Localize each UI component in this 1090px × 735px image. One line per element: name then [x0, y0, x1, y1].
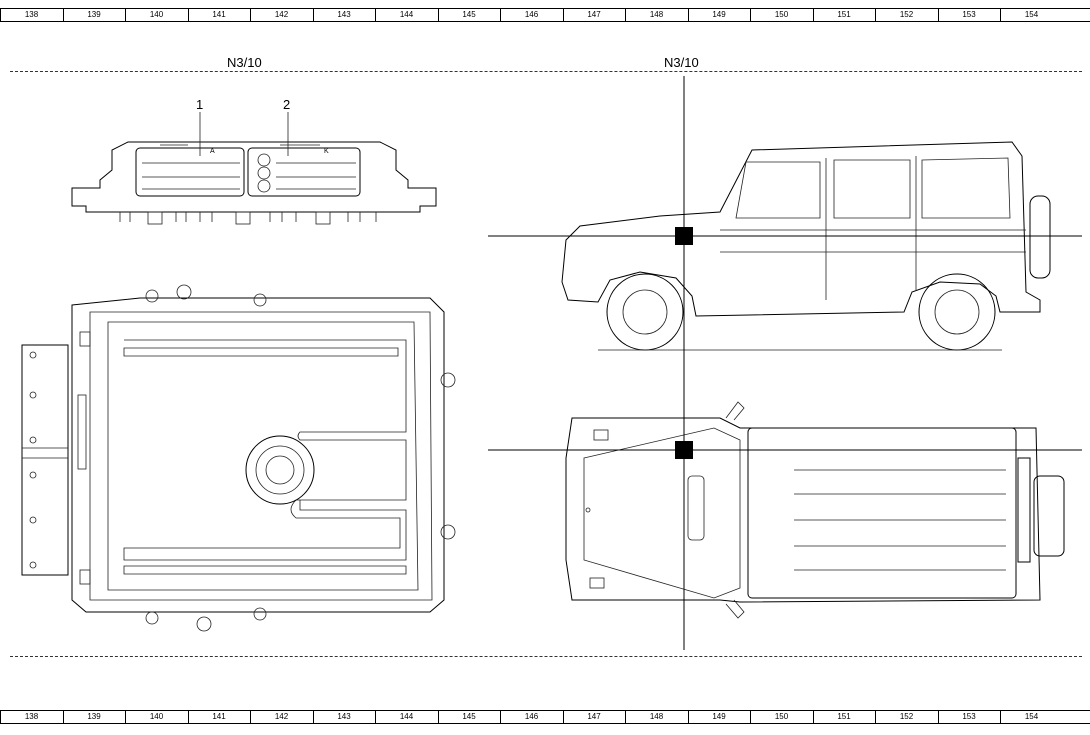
ruler-cell: 144: [375, 9, 437, 21]
ruler-cell: 151: [812, 711, 875, 723]
ruler-cell: 148: [625, 711, 687, 723]
connector-letter-a: A: [210, 148, 215, 155]
ruler-cell: 151: [812, 9, 875, 21]
location-marker-side: [675, 227, 693, 245]
ruler-cell: 150: [750, 711, 812, 723]
connector-letter-k: K: [324, 148, 329, 155]
ruler-cell: 149: [687, 9, 750, 21]
component-label-right: N3/10: [664, 55, 699, 70]
ruler-cell: 148: [625, 9, 687, 21]
ruler-cell: 153: [937, 711, 1000, 723]
ruler-cell: 140: [125, 9, 187, 21]
control-unit-plan-view: [21, 284, 456, 632]
ruler-cell: 146: [500, 9, 562, 21]
ruler-cell: 152: [875, 9, 937, 21]
ruler-cell: 139: [62, 711, 125, 723]
ruler-cell: 145: [437, 711, 500, 723]
component-label-left: N3/10: [227, 55, 262, 70]
control-unit-front-view: [71, 112, 437, 225]
location-marker-top: [675, 441, 693, 459]
ruler-cell: 142: [250, 711, 312, 723]
ruler-cell: 147: [562, 711, 625, 723]
vehicle-side-view: [561, 141, 1051, 351]
ruler-cell: 150: [750, 9, 812, 21]
ruler-cell: 139: [62, 9, 125, 21]
ruler-cell: 141: [187, 711, 250, 723]
ruler-cell: 153: [937, 9, 1000, 21]
ruler-cell: 152: [875, 711, 937, 723]
frame-dashed-top: [10, 71, 1082, 72]
connector-number-1: 1: [196, 97, 204, 112]
ruler-cell: 143: [312, 711, 375, 723]
ruler-cell: 143: [312, 9, 375, 21]
ruler-cell: 142: [250, 9, 312, 21]
ruler-cell: 154: [1000, 711, 1062, 723]
ruler-cell: 154: [1000, 9, 1062, 21]
ruler-cell: 141: [187, 9, 250, 21]
ruler-cell: 144: [375, 711, 437, 723]
ruler-cell: 147: [562, 9, 625, 21]
ruler-cell: 145: [437, 9, 500, 21]
ruler-cell: 138: [0, 9, 62, 21]
ruler-cell: 149: [687, 711, 750, 723]
frame-dashed-bottom: [10, 656, 1082, 657]
connector-number-2: 2: [283, 97, 291, 112]
vehicle-top-view: [565, 401, 1065, 619]
ruler-cell: 146: [500, 711, 562, 723]
ruler-cell: 140: [125, 711, 187, 723]
ruler-cell: 138: [0, 711, 62, 723]
locator-crosshairs: [488, 76, 1082, 650]
